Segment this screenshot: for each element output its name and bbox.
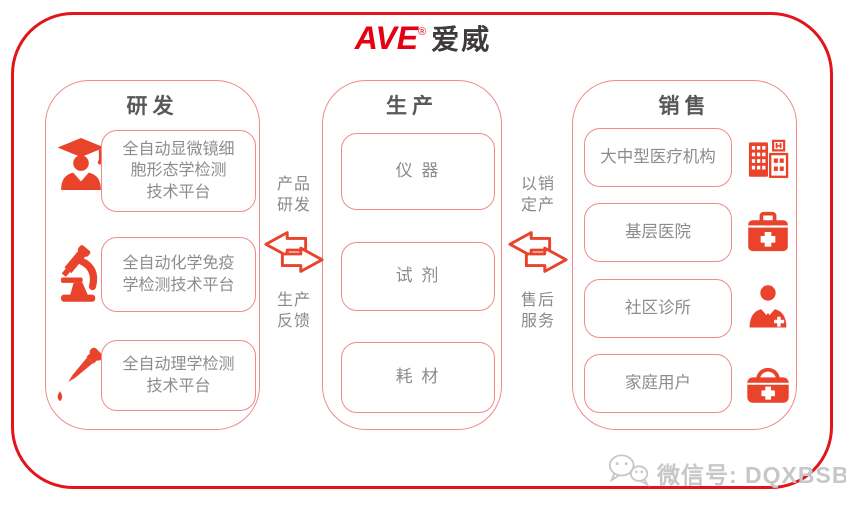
hospital-building-icon [744, 136, 791, 178]
sales-channel-box: 社区诊所 [584, 279, 732, 338]
production-item-box: 仪 器 [341, 133, 495, 210]
sales-channel-box: 基层医院 [584, 203, 732, 262]
panel-rd-title: 研发 [126, 95, 179, 118]
sales-channel-box: 家庭用户 [584, 354, 732, 413]
graduate-icon [54, 134, 108, 194]
dropper-icon [48, 341, 106, 411]
wechat-icon [608, 452, 650, 494]
panel-rd: 研发 全自动显微镜细 胞形态学检测 技术平台 [45, 80, 260, 430]
registered-trademark-symbol: ® [418, 26, 427, 38]
production-item-box: 耗 材 [341, 342, 495, 413]
flow-label-product-rd: 产品 研发 [276, 176, 311, 214]
outer-red-border [11, 12, 833, 489]
rd-platform-box: 全自动化学免疫 学检测技术平台 [101, 237, 256, 312]
flow-label-produce-to-sales: 以销 定产 [520, 176, 555, 214]
medical-bag-icon [744, 357, 791, 407]
microscope-icon [50, 235, 108, 311]
rd-platform-box: 全自动理学检测 技术平台 [101, 340, 256, 411]
production-item-box: 试 剂 [341, 242, 495, 311]
first-aid-kit-icon [744, 209, 791, 255]
panel-sales-title: 销售 [658, 95, 711, 118]
panel-sales: 销售 大中型医疗机构 [572, 80, 797, 430]
rd-platform-box: 全自动显微镜细 胞形态学检测 技术平台 [101, 130, 256, 212]
double-arrow-icon [263, 228, 325, 276]
watermark: 微信号: DQXBSB [608, 452, 846, 494]
sales-channel-box: 大中型医疗机构 [584, 128, 732, 187]
panel-production-title: 生产 [386, 95, 438, 118]
doctor-icon [744, 281, 791, 331]
brand-logo-chinese: 爱威 [431, 24, 492, 55]
watermark-text: 微信号: DQXBSB [657, 462, 846, 488]
double-arrow-icon [507, 228, 569, 276]
panel-production: 生产 仪 器 试 剂 耗 材 [322, 80, 502, 430]
flow-label-after-sales-service: 售后 服务 [520, 292, 555, 330]
brand-logo-text: AVE [354, 20, 419, 56]
flow-label-production-feedback: 生产 反馈 [276, 292, 311, 330]
brand-logo: AVE® 爱威 [0, 18, 846, 58]
